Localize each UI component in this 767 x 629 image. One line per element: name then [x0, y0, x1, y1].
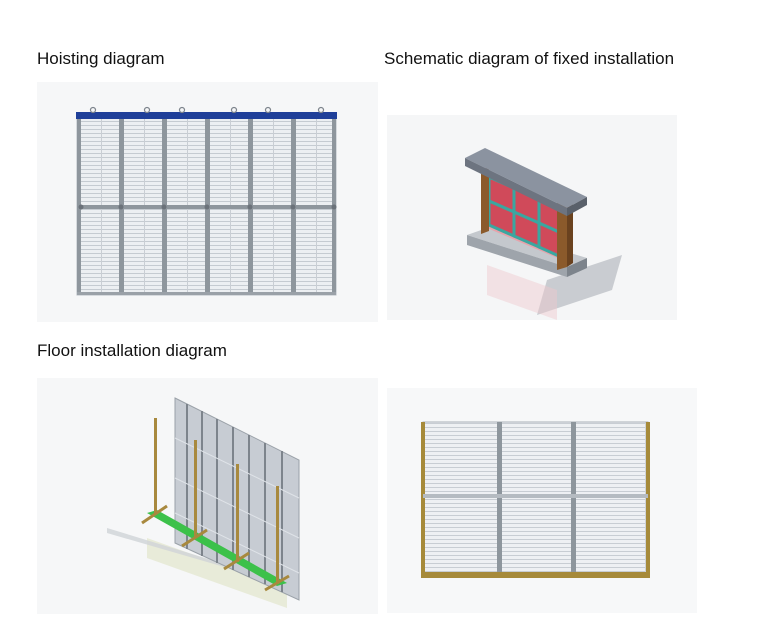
floor-installation-caption: Floor installation diagram: [37, 341, 227, 360]
stand-poles: [154, 418, 279, 584]
left-pillar: [481, 167, 489, 234]
hoisting-caption: Hoisting diagram: [37, 49, 165, 68]
hoisting-diagram: [37, 82, 378, 322]
fixed-installation-caption: Schematic diagram of fixed installation: [384, 49, 675, 68]
front-view-diagram: [387, 388, 697, 613]
roof-slab: [465, 148, 587, 208]
bottom-frame: [421, 572, 650, 578]
fixed-installation-diagram: [387, 115, 677, 320]
right-pillar: [557, 200, 567, 270]
green-base: [147, 510, 287, 586]
floor-installation-diagram: [37, 378, 378, 614]
hoist-beam: [76, 112, 337, 119]
